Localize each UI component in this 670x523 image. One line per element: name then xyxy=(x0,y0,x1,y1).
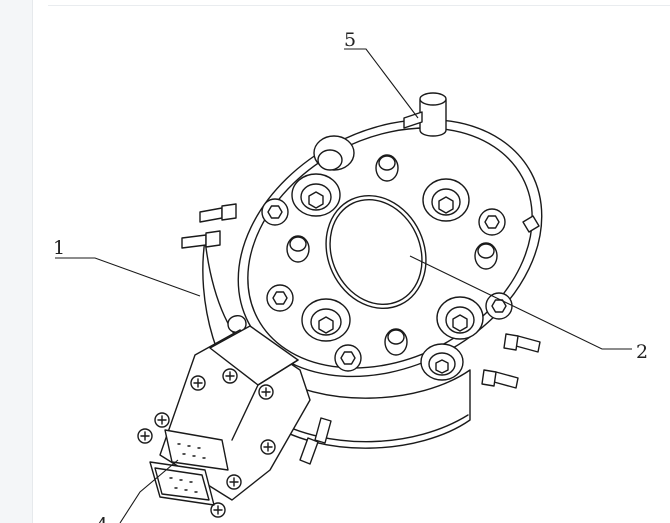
hose-barb-fitting xyxy=(299,437,319,465)
hose-barb-fitting xyxy=(503,333,541,353)
counterbore-hole xyxy=(422,178,470,222)
locating-pin xyxy=(375,154,399,182)
connector-module-edge xyxy=(231,359,299,441)
leader-line-1 xyxy=(55,257,201,297)
connector-screw xyxy=(222,368,238,384)
hose-barb-fitting xyxy=(481,369,519,389)
connector-screw xyxy=(190,375,206,391)
hose-barb-fitting xyxy=(181,230,221,249)
hex-bolt xyxy=(266,284,294,312)
top-air-fitting xyxy=(403,92,447,137)
connector-screw xyxy=(210,502,226,518)
connector-screw xyxy=(154,412,170,428)
counterbore-hole xyxy=(313,135,355,171)
hose-barb-fitting xyxy=(314,417,332,444)
leader-line-5 xyxy=(344,48,419,119)
counterbore-hole xyxy=(291,173,341,217)
callout-label-5: 5 xyxy=(344,29,356,51)
leader-line-4 xyxy=(119,459,179,523)
connector-screw xyxy=(260,439,276,455)
hex-bolt xyxy=(478,208,506,236)
center-boss xyxy=(325,194,427,310)
callout-label-2: 2 xyxy=(636,341,648,363)
hex-bolt xyxy=(485,292,513,320)
connector-screw xyxy=(258,384,274,400)
center-boss-rim xyxy=(329,198,423,306)
counterbore-hole xyxy=(420,343,464,381)
locating-pin xyxy=(474,242,498,270)
viewer-left-strip xyxy=(0,0,33,523)
connector-screw xyxy=(137,428,153,444)
hex-bolt xyxy=(334,344,362,372)
callout-label-1: 1 xyxy=(53,237,65,259)
hose-barb-fitting xyxy=(199,203,237,223)
locating-pin xyxy=(384,328,408,356)
locating-pin xyxy=(286,235,310,263)
callout-label-4: 4 xyxy=(96,514,108,523)
page-top-rule xyxy=(48,5,670,6)
leader-line-2 xyxy=(409,255,632,350)
counterbore-hole xyxy=(301,298,351,342)
connector-screw xyxy=(226,474,242,490)
side-port xyxy=(522,215,540,233)
side-port xyxy=(227,315,247,333)
hex-bolt xyxy=(261,198,289,226)
counterbore-hole xyxy=(436,296,484,340)
d-sub-connector xyxy=(149,429,229,506)
